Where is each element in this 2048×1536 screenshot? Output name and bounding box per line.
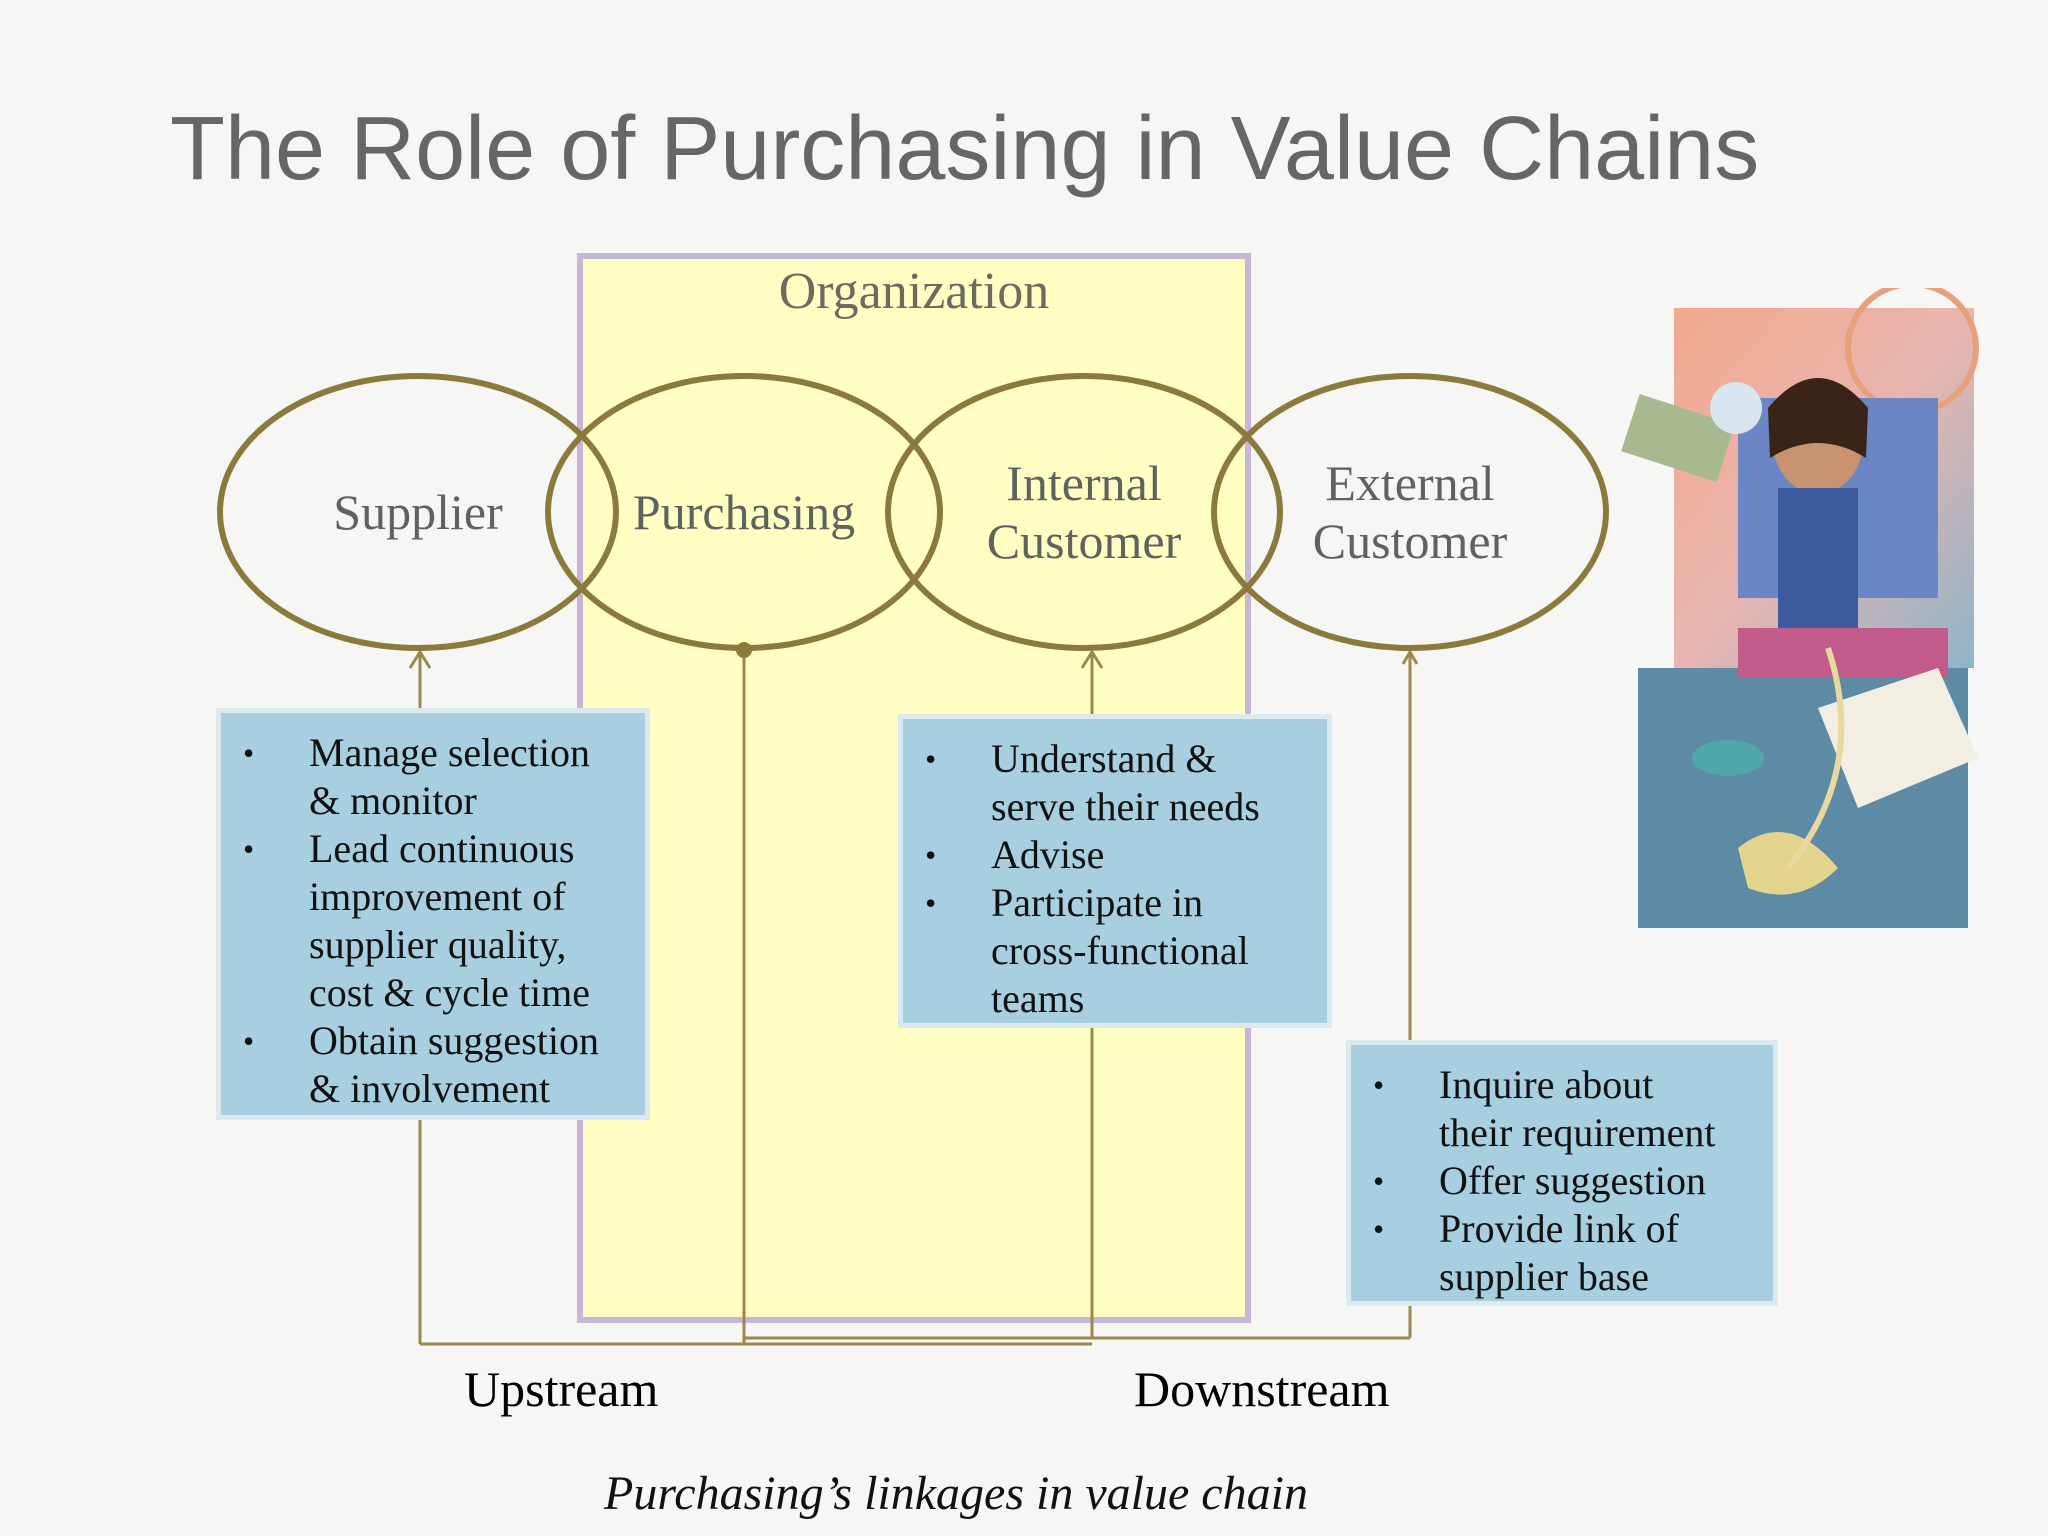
supplier-role-box: Manage selection& monitorLead continuous… <box>216 708 650 1120</box>
upstream-label: Upstream <box>464 1361 659 1417</box>
supplier-ellipse <box>217 373 619 651</box>
role-bullet-item: Obtain suggestion& involvement <box>235 1017 625 1113</box>
supplier-label: Supplier <box>258 412 578 612</box>
node-label-text: Supplier <box>333 483 502 541</box>
node-label-line: Purchasing <box>632 484 856 540</box>
node-label-line: Supplier <box>333 484 503 540</box>
internal-customer-ellipse <box>885 373 1283 651</box>
node-label-text: Purchasing <box>633 483 855 541</box>
page-title: The Role of Purchasing in Value Chains <box>170 99 1760 199</box>
node-label-line: Internal <box>1006 455 1162 511</box>
organization-label: Organization <box>778 263 1050 320</box>
diagram-caption: Purchasing’s linkages in value chain <box>604 1467 1308 1520</box>
role-bullet-item: Understand &serve their needs <box>917 735 1307 831</box>
node-label-line: External <box>1325 455 1495 511</box>
internal-customer-role-box: Understand &serve their needsAdviseParti… <box>898 714 1332 1028</box>
role-bullet-item: Manage selection& monitor <box>235 729 625 825</box>
role-bullet-item: Advise <box>917 831 1307 879</box>
node-label-line: Customer <box>986 513 1182 569</box>
office-worker-clipart-image <box>1621 288 1979 928</box>
node-label-line: Customer <box>1312 513 1508 569</box>
purchasing-ellipse <box>545 373 943 651</box>
purchasing-label: Purchasing <box>584 412 904 612</box>
role-bullet-item: Offer suggestion <box>1365 1157 1753 1205</box>
downstream-label: Downstream <box>1134 1361 1390 1417</box>
external-customer-ellipse <box>1211 373 1609 651</box>
node-ellipses <box>217 373 1609 651</box>
